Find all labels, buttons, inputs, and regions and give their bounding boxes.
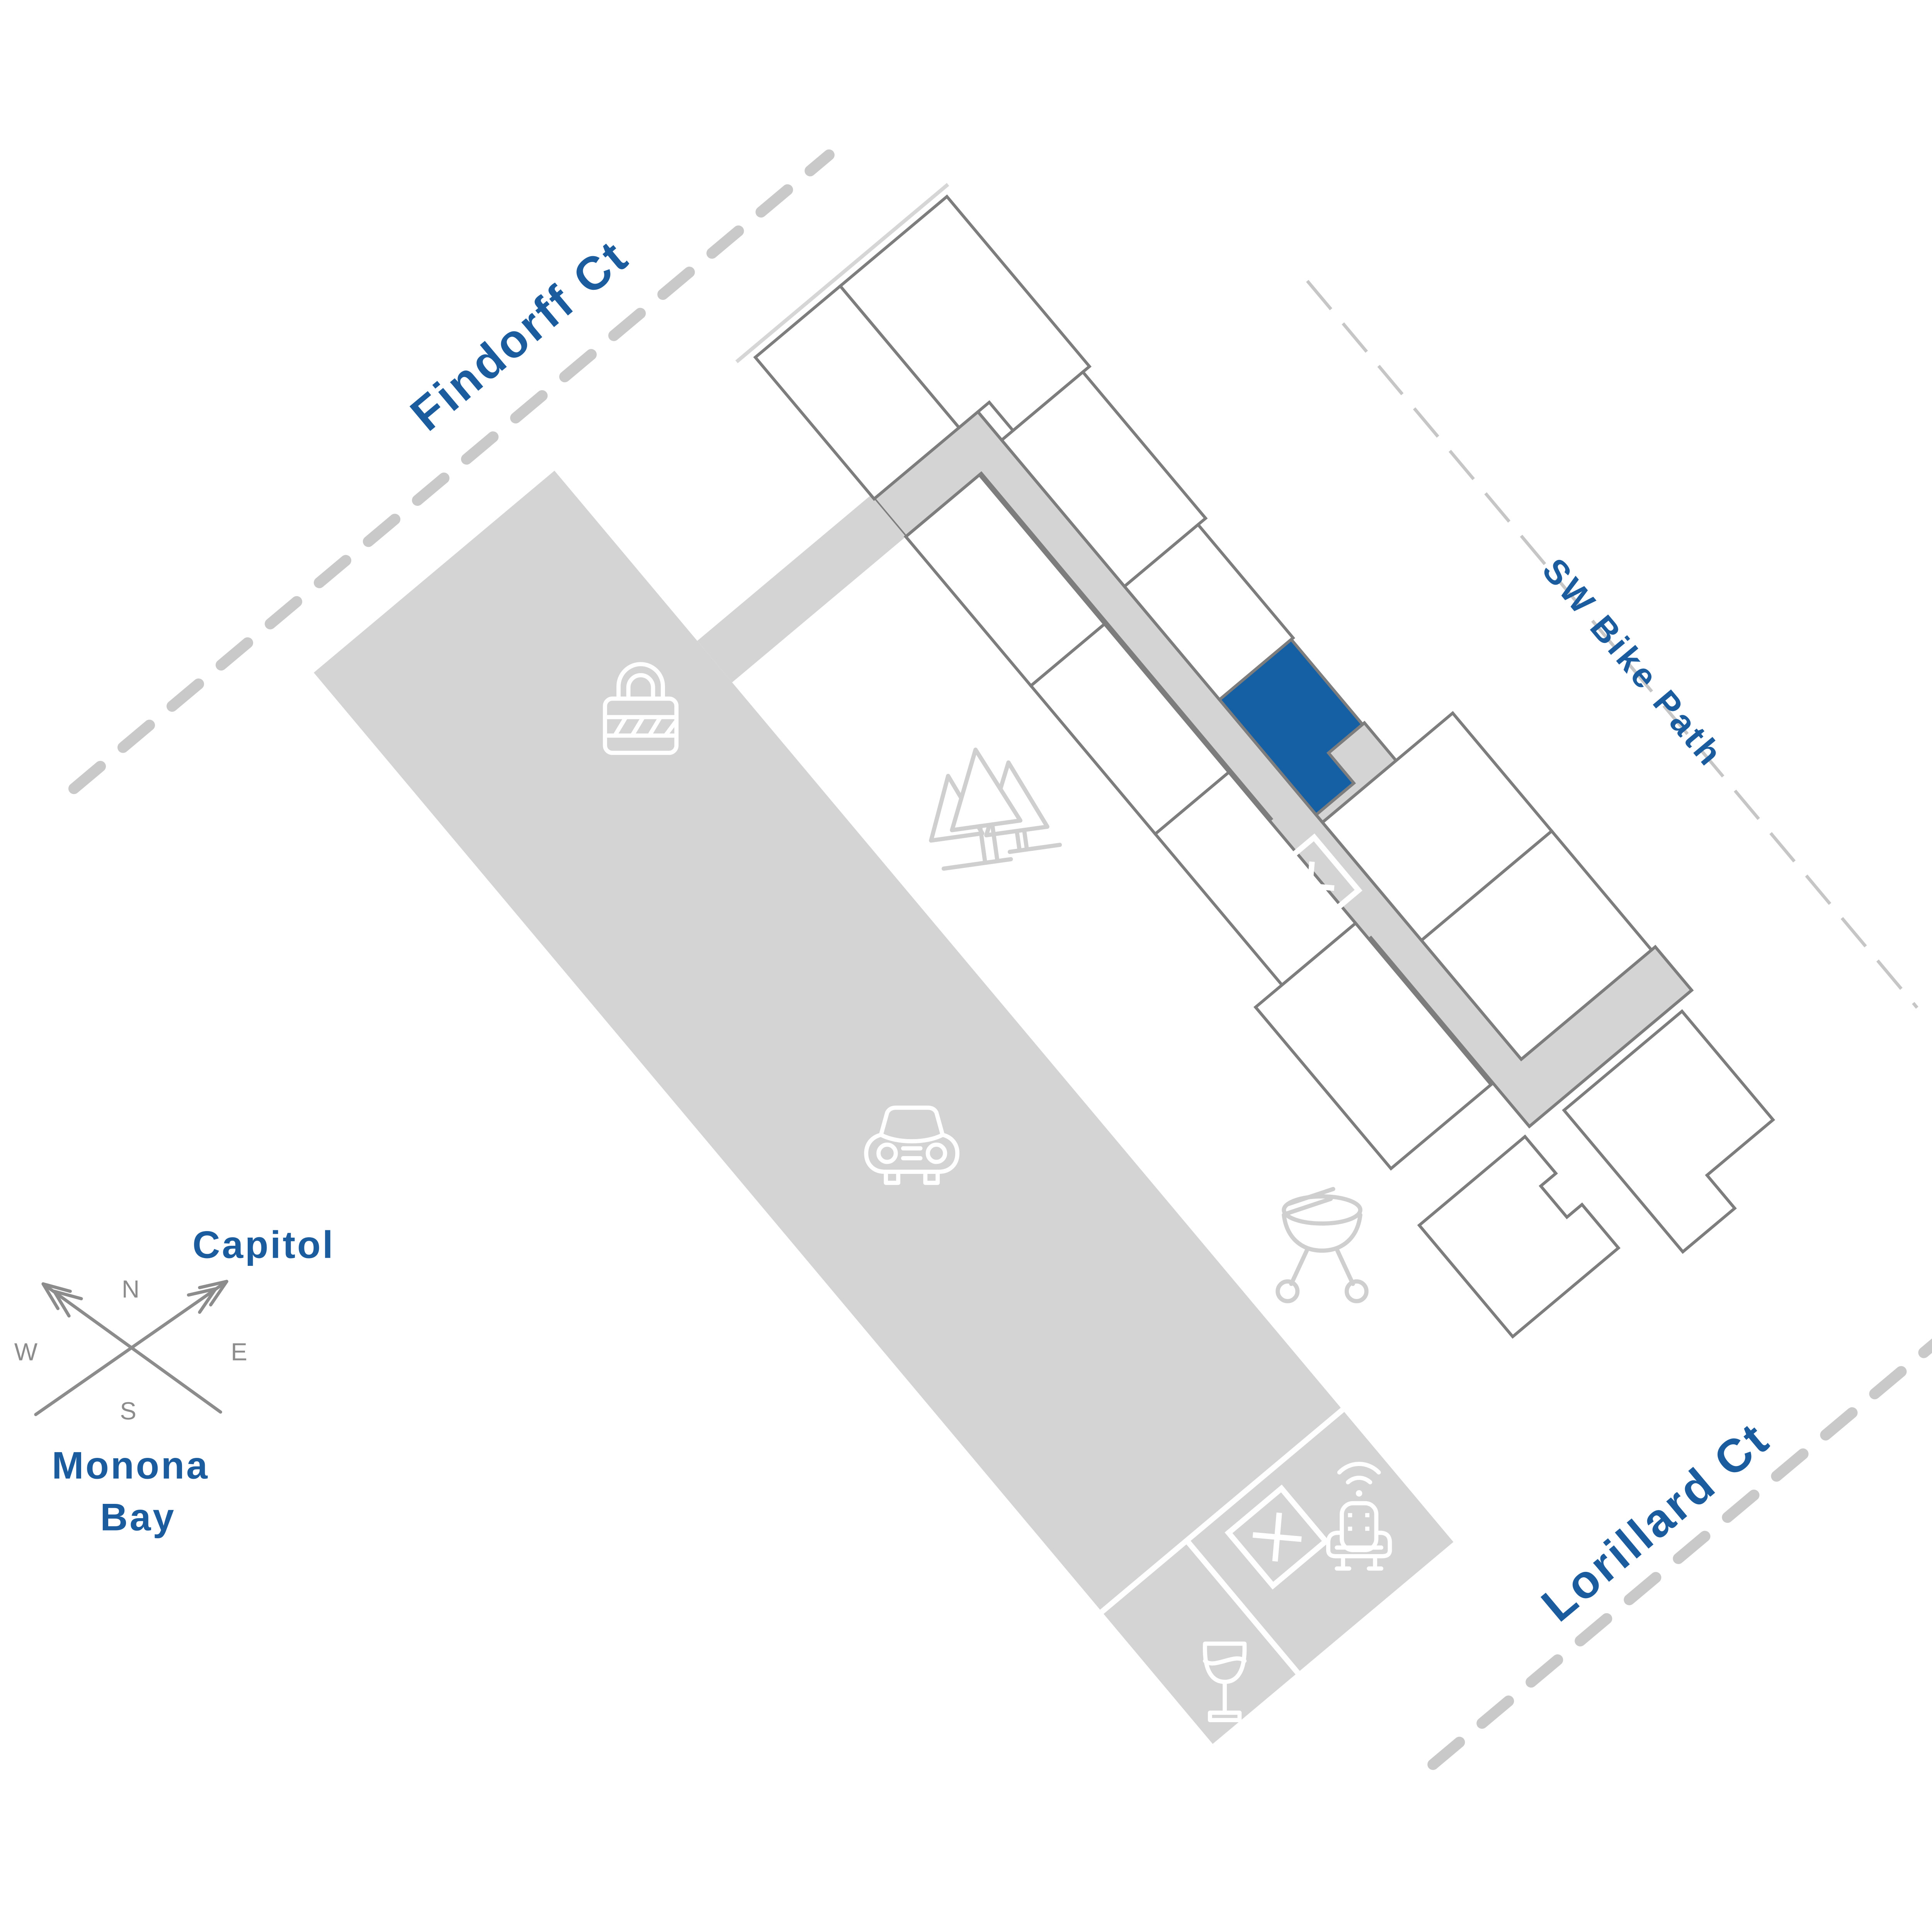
garage-walkway	[697, 495, 906, 683]
compass-ne-arrowhead	[198, 1280, 228, 1307]
trees-icon	[929, 747, 1062, 871]
compass-e: E	[231, 1338, 247, 1366]
elevator-x-icon-garage	[1225, 1484, 1330, 1590]
residential-building	[697, 183, 1776, 1339]
label-monona: Monona	[52, 1444, 209, 1487]
garage-partition-line	[1184, 1539, 1300, 1675]
label-bay: Bay	[100, 1496, 176, 1538]
car-icon	[864, 1105, 960, 1185]
wifi-dot	[1355, 1490, 1362, 1497]
elevator-x-icon-building	[1257, 833, 1362, 939]
compass-w: W	[14, 1338, 37, 1366]
unit	[1562, 1009, 1776, 1254]
compass-nw-arrowhead	[53, 1289, 83, 1318]
compass-n: N	[122, 1275, 139, 1303]
parking-garage-footprint	[314, 471, 1454, 1744]
compass-ne-arrowhead	[187, 1287, 218, 1314]
garage-partition-line	[1100, 1408, 1345, 1614]
compass: N W E S	[14, 1275, 247, 1425]
unit	[1419, 829, 1654, 1061]
lorillard-dashed-line	[1427, 1315, 1932, 1770]
street-lorillard: Lorillard Ct	[1427, 1315, 1932, 1770]
lounge-chair-wifi-icon	[1326, 1462, 1392, 1571]
compass-nw-arrow	[41, 1282, 222, 1414]
findorff-dashed-line	[68, 149, 835, 794]
parking-garage	[314, 471, 1454, 1744]
unit	[1417, 1134, 1621, 1339]
bike-path-dashed-line	[1306, 280, 1918, 1009]
grill-icon	[1276, 1187, 1369, 1303]
wine-glass-icon	[1202, 1641, 1247, 1722]
selected-unit[interactable]	[1217, 637, 1388, 817]
facade-accent-line	[735, 183, 949, 364]
unit	[1253, 921, 1493, 1171]
compass-nw-arrowhead	[41, 1282, 72, 1310]
label-capitol: Capitol	[192, 1224, 335, 1266]
lock-icon	[603, 662, 679, 755]
compass-s: S	[120, 1397, 136, 1425]
street-label-lorillard: Lorillard Ct	[1532, 1412, 1779, 1631]
street-label-bike-path: SW Bike Path	[1535, 551, 1731, 774]
